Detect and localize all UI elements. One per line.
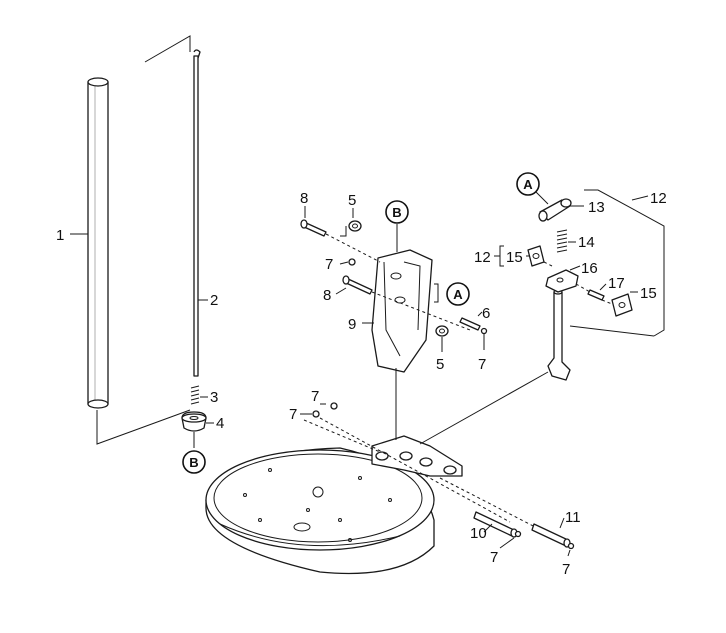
- callout-4: 4: [216, 415, 224, 432]
- part-pin-6: [459, 317, 481, 331]
- callout-8b: 8: [323, 287, 331, 304]
- leader-6: [477, 311, 483, 317]
- leader-7e: [339, 261, 349, 265]
- pin-7-left2: [330, 402, 338, 410]
- callout-9: 9: [348, 316, 356, 333]
- leader-8b: [335, 287, 347, 295]
- part-plate-15b: [611, 293, 633, 317]
- part-cap: [181, 411, 207, 432]
- reference-marker-b: B: [182, 450, 206, 474]
- part-screw-8b: [342, 275, 373, 295]
- reference-a-label: A: [453, 287, 463, 302]
- bracket-rod-top: [144, 35, 191, 63]
- bracket-tube-bottom: [96, 409, 191, 445]
- callout-2: 2: [210, 292, 218, 309]
- axis-line-1: [319, 417, 511, 523]
- callout-16: 16: [581, 260, 598, 277]
- axis-15a: [543, 261, 553, 267]
- callout-11: 11: [565, 509, 581, 526]
- part-pin-17: [587, 289, 605, 301]
- part-bracket-9: [371, 249, 433, 373]
- reference-a-upper-label: A: [523, 177, 533, 192]
- callout-10: 10: [470, 525, 487, 542]
- bracket-12-bottom: [569, 325, 655, 337]
- bracket-12-right: [584, 189, 665, 337]
- ring-7e: [348, 258, 356, 266]
- leader-17: [599, 283, 607, 291]
- part-tube: [87, 77, 109, 409]
- part-hinge-bracket: [371, 435, 463, 477]
- callout-5a: 5: [348, 192, 356, 209]
- leader-refA2: [535, 191, 549, 205]
- callout-15a: 15: [506, 249, 523, 266]
- callout-7c: 7: [490, 549, 498, 566]
- leader-10: [483, 523, 493, 533]
- leader-7d: [567, 549, 571, 557]
- callout-12b: 12: [474, 249, 491, 266]
- part-spring-3: [190, 385, 200, 405]
- callout-14: 14: [578, 234, 595, 251]
- callout-7d: 7: [562, 561, 570, 578]
- callout-5b: 5: [436, 356, 444, 373]
- ring-7f: [480, 327, 488, 335]
- reference-marker-a: A: [446, 282, 470, 306]
- part-screw-8a: [300, 219, 327, 237]
- pin-7-left: [312, 410, 320, 418]
- callout-17: 17: [608, 275, 625, 292]
- part-knob-13: [538, 198, 572, 222]
- part-spring-14: [556, 229, 568, 253]
- callout-3: 3: [210, 389, 218, 406]
- callout-7f: 7: [478, 356, 486, 373]
- reference-marker-b-upper: B: [385, 200, 409, 224]
- callout-1: 1: [56, 227, 64, 244]
- part-plate-15a: [527, 245, 545, 267]
- callout-7b: 7: [289, 406, 297, 423]
- part-nut-5a: [348, 220, 362, 232]
- leader-16: [569, 265, 581, 271]
- part-nut-5b: [435, 325, 449, 337]
- callout-6: 6: [482, 305, 490, 322]
- callout-12a: 12: [650, 190, 667, 207]
- reference-b-upper-label: B: [392, 205, 401, 220]
- leader-12a: [631, 195, 649, 201]
- part-clamp-16: [545, 269, 579, 293]
- part-pin-11: [531, 523, 571, 548]
- ring-7d: [567, 542, 575, 550]
- leader-11: [559, 517, 565, 529]
- axis-17: [575, 283, 591, 293]
- callout-7a: 7: [311, 388, 319, 405]
- part-rod: [193, 49, 201, 377]
- ring-7c: [514, 530, 522, 538]
- bracket-8a: [340, 226, 347, 237]
- axis-screw-8a: [325, 233, 381, 263]
- callout-15b: 15: [640, 285, 657, 302]
- callout-7e: 7: [325, 256, 333, 273]
- part-base-plate: [205, 447, 435, 575]
- leader-7c: [499, 537, 515, 549]
- bracket-refA1: [434, 283, 439, 303]
- part-lever-arm: [547, 289, 571, 381]
- reference-b-label: B: [189, 455, 198, 470]
- callout-8a: 8: [300, 190, 308, 207]
- lever-link-line: [419, 371, 549, 445]
- bracket-12-left: [499, 245, 504, 267]
- axis-line-2: [303, 419, 381, 453]
- reference-marker-a-upper: A: [516, 172, 540, 196]
- callout-13: 13: [588, 199, 605, 216]
- axis-15b: [601, 299, 613, 305]
